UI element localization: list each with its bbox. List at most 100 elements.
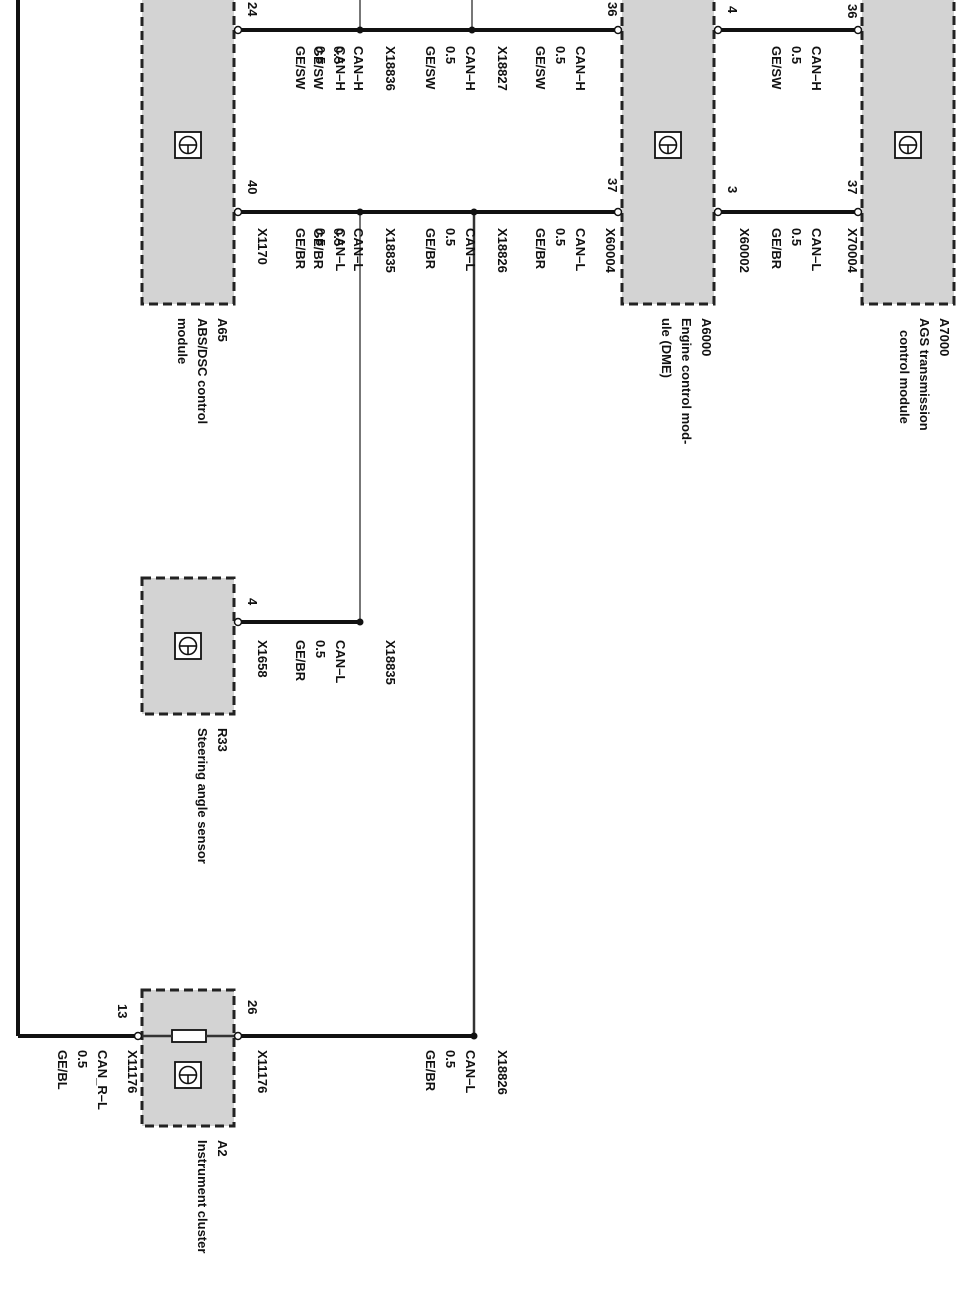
- pin-number: 3: [725, 186, 740, 193]
- wire-label: GE/BR: [311, 228, 326, 270]
- module-r33[interactable]: [140, 576, 243, 716]
- module-name: ABS/DSC control: [195, 318, 210, 424]
- wire-label: CAN–L: [333, 640, 348, 683]
- wire-label: GE/BR: [533, 228, 548, 270]
- pin-marker: [233, 207, 243, 217]
- wire-label: 0.5: [553, 46, 568, 64]
- wire-label: 0.5: [331, 46, 346, 64]
- pin-marker: [853, 25, 863, 35]
- wire-label: GE/BR: [423, 228, 438, 270]
- module-id: A6000: [699, 318, 714, 356]
- wire-label: GE/BR: [293, 640, 308, 682]
- module-a7000[interactable]: [853, 0, 956, 306]
- connector-label: X18826: [495, 1050, 510, 1095]
- module-name: ule (DME): [659, 318, 674, 378]
- wire-label: GE/SW: [533, 46, 548, 90]
- pin-number: 4: [245, 598, 260, 606]
- wire-label: 0.5: [443, 228, 458, 246]
- wire-label: 0.5: [789, 228, 804, 246]
- resistor-icon: [171, 1029, 207, 1043]
- wire-labels: CAN–H 0.5 GE/SW X70004 CAN–L 0.5 GE/BR X…: [55, 46, 860, 1110]
- wire-label: GE/SW: [311, 46, 326, 90]
- pin-marker: [713, 25, 723, 35]
- pin-marker: [613, 25, 623, 35]
- connector-label: X1170: [255, 228, 270, 265]
- pin-marker: [233, 25, 243, 35]
- splice-x18826-a2: [470, 1032, 478, 1040]
- pin-marker: [713, 207, 723, 217]
- wire-label: GE/BR: [423, 1050, 438, 1092]
- module-id: A7000: [937, 318, 952, 356]
- wire-label: CAN–H: [351, 46, 366, 91]
- pin-number: 24: [245, 2, 260, 17]
- pin-numbers: 36 37 4 3 36 37 24 40 4 26 13: [115, 2, 860, 1018]
- module-a6000[interactable]: [613, 0, 723, 306]
- wire-label: GE/SW: [769, 46, 784, 90]
- wire-label: CAN–L: [573, 228, 588, 271]
- pin-number: 13: [115, 1004, 130, 1018]
- pin-number: 37: [605, 178, 620, 192]
- wire-label: GE/SW: [423, 46, 438, 90]
- wire-label: CAN–H: [573, 46, 588, 91]
- splice-x18835-r33: [356, 618, 364, 626]
- wire-label: 0.5: [443, 1050, 458, 1068]
- pin-number: 4: [725, 6, 740, 14]
- connector-label: X18826: [495, 228, 510, 273]
- wire-label: CAN–L: [463, 1050, 478, 1093]
- splice-x18835: [356, 208, 364, 216]
- pin-marker: [233, 617, 243, 627]
- connector-label: X1658: [255, 640, 270, 678]
- wire-layer: [16, 0, 860, 1040]
- pin-marker: [233, 1031, 243, 1041]
- pin-marker: [133, 1031, 143, 1041]
- splice-x18836: [356, 26, 364, 34]
- wire-label: 0.5: [443, 46, 458, 64]
- wire-label: CAN–L: [351, 228, 366, 271]
- wire-label: 0.5: [313, 640, 328, 658]
- pin-number: 36: [605, 2, 620, 16]
- wire-label: CAN–L: [809, 228, 824, 271]
- wire-label: CAN–L: [463, 228, 478, 271]
- pin-number: 26: [245, 1000, 260, 1014]
- module-name: module: [175, 318, 190, 364]
- pin-number: 40: [245, 180, 260, 194]
- ecu-icon: [174, 1061, 202, 1089]
- wire-label: CAN–H: [809, 46, 824, 91]
- module-name: Steering angle sensor: [195, 728, 210, 864]
- connector-label: X18835: [383, 228, 398, 273]
- module-names: A7000 AGS transmission control module A6…: [175, 318, 952, 1253]
- pin-number: 37: [845, 180, 860, 194]
- sensor-icon: [174, 632, 202, 660]
- module-a2[interactable]: [133, 988, 243, 1128]
- a2-box: [140, 988, 236, 1128]
- connector-label: X18835: [383, 640, 398, 685]
- wire-label: 0.5: [331, 228, 346, 246]
- splice-x18827: [468, 26, 476, 34]
- module-name: Engine control mod-: [679, 318, 694, 444]
- module-name: Instrument cluster: [195, 1140, 210, 1253]
- module-id: A65: [215, 318, 230, 342]
- connector-label: X11176: [255, 1050, 270, 1093]
- ecu-icon: [894, 131, 922, 159]
- connector-label: X11176: [125, 1050, 140, 1093]
- wire-label: CAN_R–L: [95, 1050, 110, 1110]
- module-a65[interactable]: [140, 0, 243, 306]
- connector-label: X18827: [495, 46, 510, 91]
- connector-label: X60002: [737, 228, 752, 273]
- wire-label: 0.5: [75, 1050, 90, 1068]
- module-id: A2: [215, 1140, 230, 1157]
- pin-marker: [853, 207, 863, 217]
- wire-label: 0.5: [553, 228, 568, 246]
- wire-label: GE/BL: [55, 1050, 70, 1090]
- pin-marker: [613, 207, 623, 217]
- module-name: control module: [897, 330, 912, 424]
- connector-label: X18836: [383, 46, 398, 91]
- ecu-icon: [654, 131, 682, 159]
- connector-label: X60004: [603, 228, 618, 274]
- module-id: R33: [215, 728, 230, 752]
- pin-number: 36: [845, 4, 860, 18]
- wire-label: 0.5: [789, 46, 804, 64]
- module-name: AGS transmission: [917, 318, 932, 431]
- ecu-icon: [174, 131, 202, 159]
